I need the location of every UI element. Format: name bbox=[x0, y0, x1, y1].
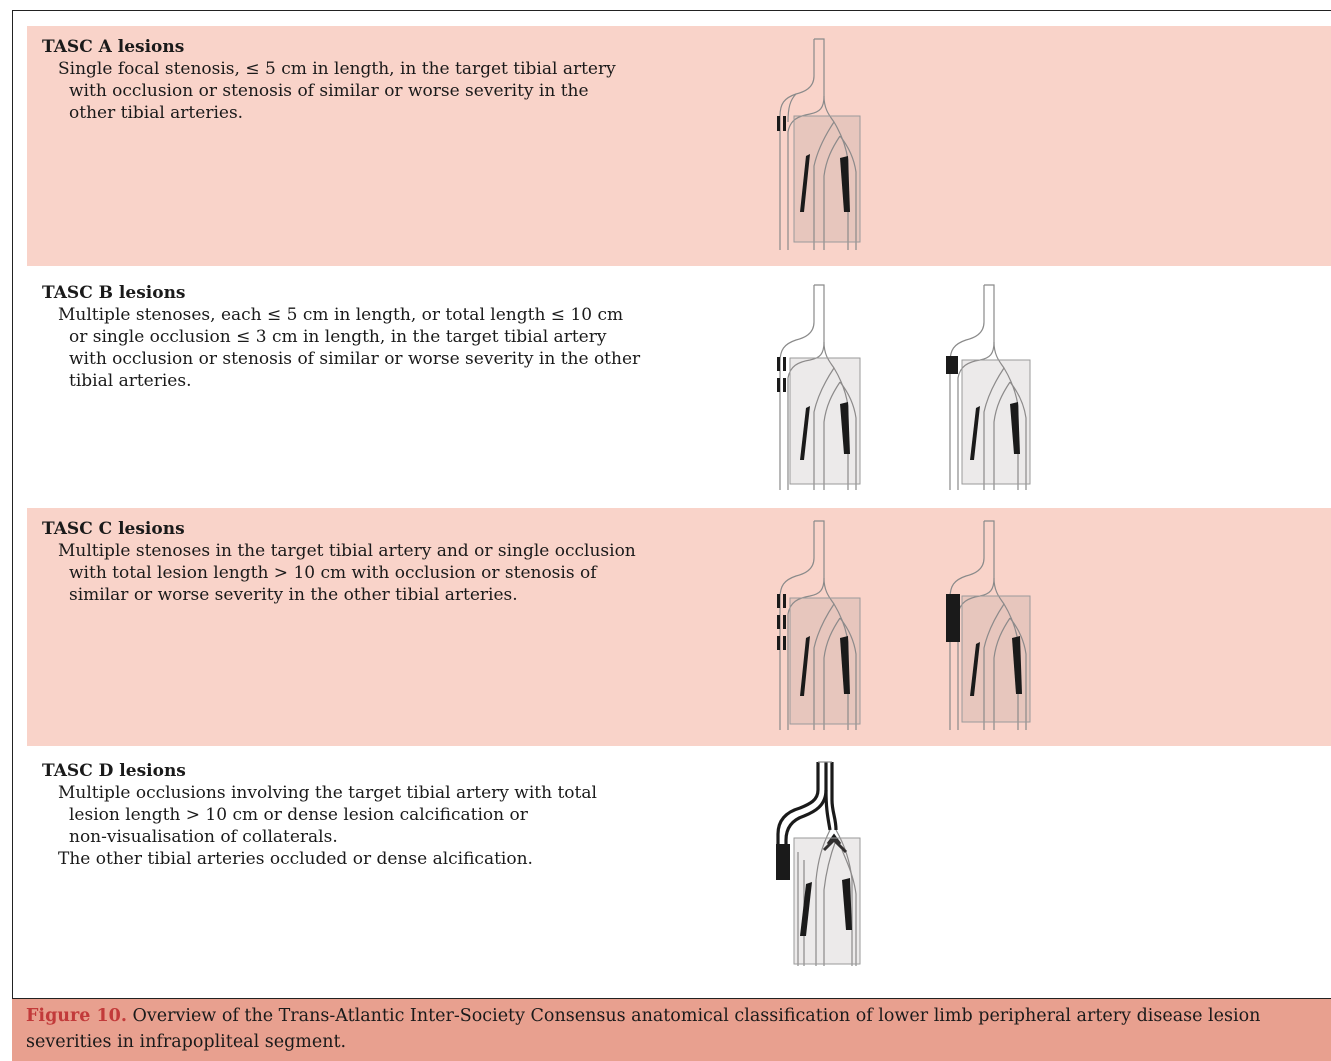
tasc-b-diagram-1 bbox=[770, 282, 866, 492]
tasc-c-diagram-1 bbox=[770, 518, 866, 732]
tasc-d-line-3: non-visualisation of collaterals. bbox=[42, 826, 597, 848]
tasc-d-panel: TASC D lesions Multiple occlusions invol… bbox=[27, 750, 1331, 990]
figure-caption: Figure 10. Overview of the Trans-Atlanti… bbox=[12, 998, 1331, 1061]
tasc-a-diagram bbox=[770, 36, 866, 252]
tasc-c-text: TASC C lesions Multiple stenoses in the … bbox=[42, 518, 636, 606]
tasc-a-line-2: with occlusion or stenosis of similar or… bbox=[42, 80, 616, 102]
tasc-d-text: TASC D lesions Multiple occlusions invol… bbox=[42, 760, 597, 870]
tasc-b-panel: TASC B lesions Multiple stenoses, each ≤… bbox=[27, 272, 1331, 502]
tasc-b-title: TASC B lesions bbox=[42, 282, 640, 304]
tasc-b-line-4: tibial arteries. bbox=[42, 370, 640, 392]
tasc-a-title: TASC A lesions bbox=[42, 36, 616, 58]
tasc-b-line-1: Multiple stenoses, each ≤ 5 cm in length… bbox=[42, 304, 640, 326]
tasc-d-line-1: Multiple occlusions involving the target… bbox=[42, 782, 597, 804]
tasc-a-line-3: other tibial arteries. bbox=[42, 102, 616, 124]
tasc-d-line-2: lesion length > 10 cm or dense lesion ca… bbox=[42, 804, 597, 826]
caption-label: Figure 10. bbox=[26, 1006, 127, 1026]
tasc-c-line-1: Multiple stenoses in the target tibial a… bbox=[42, 540, 636, 562]
tasc-a-panel: TASC A lesions Single focal stenosis, ≤ … bbox=[27, 26, 1331, 266]
tasc-c-diagram-2 bbox=[940, 518, 1036, 732]
tasc-d-diagram bbox=[770, 760, 866, 970]
tasc-a-text: TASC A lesions Single focal stenosis, ≤ … bbox=[42, 36, 616, 124]
tasc-c-panel: TASC C lesions Multiple stenoses in the … bbox=[27, 508, 1331, 746]
tasc-d-title: TASC D lesions bbox=[42, 760, 597, 782]
tasc-c-line-3: similar or worse severity in the other t… bbox=[42, 584, 636, 606]
tasc-c-line-2: with total lesion length > 10 cm with oc… bbox=[42, 562, 636, 584]
caption-text: Overview of the Trans-Atlantic Inter-Soc… bbox=[26, 1006, 1260, 1052]
tasc-d-line-4: The other tibial arteries occluded or de… bbox=[42, 848, 597, 870]
tasc-a-line-1: Single focal stenosis, ≤ 5 cm in length,… bbox=[42, 58, 616, 80]
tasc-c-title: TASC C lesions bbox=[42, 518, 636, 540]
tasc-b-diagram-2 bbox=[940, 282, 1036, 492]
tasc-b-text: TASC B lesions Multiple stenoses, each ≤… bbox=[42, 282, 640, 392]
tasc-b-line-3: with occlusion or stenosis of similar or… bbox=[42, 348, 640, 370]
tasc-b-line-2: or single occlusion ≤ 3 cm in length, in… bbox=[42, 326, 640, 348]
